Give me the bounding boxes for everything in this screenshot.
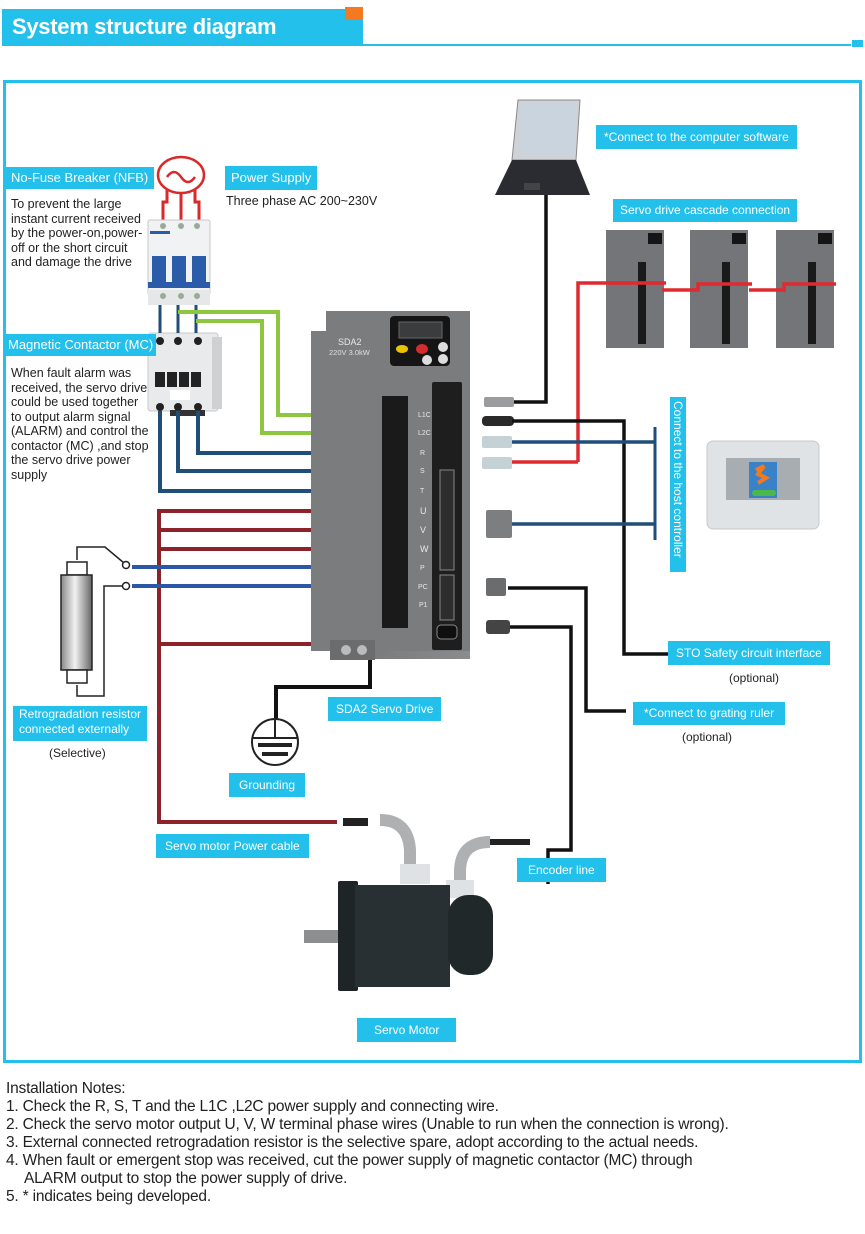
svg-text:W: W bbox=[420, 544, 429, 554]
resistor-label-line: Retrogradation resistor bbox=[19, 707, 142, 721]
svg-text:220V 3.0kW: 220V 3.0kW bbox=[329, 348, 371, 357]
sto-optional-note: (optional) bbox=[729, 671, 780, 685]
header-end-marker bbox=[852, 40, 863, 47]
svg-text:U: U bbox=[420, 506, 427, 516]
host-controller-text: Connect to the host controller bbox=[671, 401, 685, 558]
nfb-desc-line: instant current received bbox=[11, 211, 141, 226]
mc-label: Magnetic Contactor (MC) bbox=[5, 334, 157, 356]
mc-desc-line: contactor (MC) ,and stop bbox=[11, 438, 149, 453]
hmi-panel-image bbox=[706, 440, 820, 530]
svg-text:L1C: L1C bbox=[418, 412, 431, 419]
svg-text:S: S bbox=[420, 468, 425, 475]
power-supply-label: Power Supply bbox=[225, 166, 318, 190]
svg-text:L2C: L2C bbox=[418, 430, 431, 437]
grating-label: *Connect to grating ruler bbox=[633, 702, 786, 725]
sto-label: STO Safety circuit interface bbox=[668, 641, 830, 665]
encoder-line-label: Encoder line bbox=[517, 858, 606, 882]
mc-desc-line: (ALARM) and control the bbox=[11, 424, 149, 438]
svg-text:SDA2: SDA2 bbox=[338, 337, 362, 347]
nfb-desc-line: by the power-on,power- bbox=[11, 226, 143, 240]
grounding-label: Grounding bbox=[229, 773, 306, 797]
mc-desc-line: When fault alarm was bbox=[11, 366, 132, 380]
no-fuse-breaker-image bbox=[147, 219, 211, 305]
diagram-frame bbox=[3, 80, 862, 1063]
mc-desc-line: received, the servo drive bbox=[11, 380, 148, 395]
note-item: 5. * indicates being developed. bbox=[6, 1188, 211, 1205]
mc-desc-line: the servo drive power bbox=[11, 453, 131, 467]
magnetic-contactor-image bbox=[147, 332, 222, 416]
mc-desc-line: to output alarm signal bbox=[11, 409, 131, 424]
resistor-selective-note: (Selective) bbox=[49, 746, 106, 760]
svg-text:V: V bbox=[420, 525, 426, 535]
note-item: 1. Check the R, S, T and the L1C ,L2C po… bbox=[6, 1098, 499, 1115]
note-item: 2. Check the servo motor output U, V, W … bbox=[6, 1116, 729, 1133]
svg-text:P: P bbox=[420, 565, 425, 572]
nfb-desc-line: and damage the drive bbox=[11, 255, 132, 269]
laptop-image bbox=[495, 99, 590, 195]
drive-label: SDA2 Servo Drive bbox=[328, 697, 442, 721]
servo-drive-image: SDA2 220V 3.0kW bbox=[311, 311, 470, 660]
svg-text:P1: P1 bbox=[419, 602, 428, 609]
grating-optional-note: (optional) bbox=[682, 730, 733, 744]
notes-title: Installation Notes: bbox=[6, 1080, 126, 1097]
terminal-labels: L1C L2C R S T UVW P PC P1 bbox=[418, 412, 431, 609]
page-title: System structure diagram bbox=[12, 14, 277, 39]
cascade-drives-image bbox=[606, 230, 834, 348]
header-marker bbox=[345, 7, 363, 20]
ground-icon bbox=[251, 718, 299, 766]
mc-desc-line: supply bbox=[11, 467, 48, 482]
nfb-label: No-Fuse Breaker (NFB) bbox=[5, 167, 155, 189]
host-controller-label: Connect to the host controller bbox=[670, 397, 686, 572]
svg-text:R: R bbox=[420, 450, 425, 457]
svg-text:PC: PC bbox=[418, 584, 428, 591]
svg-text:T: T bbox=[420, 488, 425, 495]
nfb-desc-line: To prevent the large bbox=[11, 197, 122, 211]
mc-desc-line: could be used together bbox=[11, 395, 139, 409]
servo-motor-label: Servo Motor bbox=[357, 1018, 457, 1042]
header-rule bbox=[363, 44, 851, 46]
note-item-continued: ALARM output to stop the power supply of… bbox=[24, 1170, 348, 1187]
nfb-desc-line: off or the short circuit bbox=[11, 240, 128, 255]
connector-plugs bbox=[482, 397, 514, 634]
note-item: 4. When fault or emergent stop was recei… bbox=[6, 1152, 693, 1169]
ac-source-icon bbox=[156, 155, 206, 222]
regen-resistor-icon bbox=[60, 546, 131, 697]
resistor-label-line: connected externally bbox=[19, 722, 130, 736]
header-banner bbox=[2, 9, 363, 46]
resistor-label: Retrogradation resistor connected extern… bbox=[13, 706, 148, 741]
mc-description: When fault alarm was received, the servo… bbox=[11, 366, 149, 482]
nfb-description: To prevent the large instant current rec… bbox=[11, 197, 142, 270]
computer-software-label: *Connect to the computer software bbox=[596, 125, 797, 149]
power-cable-label: Servo motor Power cable bbox=[156, 834, 309, 858]
note-item: 3. External connected retrogradation res… bbox=[6, 1134, 699, 1151]
power-supply-description: Three phase AC 200~230V bbox=[226, 194, 378, 208]
servo-motor-image bbox=[304, 814, 530, 991]
cascade-label: Servo drive cascade connection bbox=[613, 199, 798, 222]
installation-notes: Installation Notes: 1. Check the R, S, T… bbox=[6, 1080, 729, 1206]
